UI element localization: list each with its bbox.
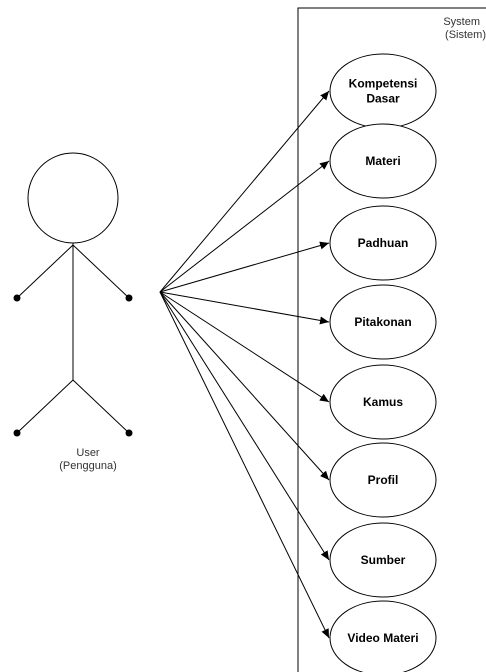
actor-left-leg (16, 379, 74, 434)
actor-user[interactable] (13, 152, 133, 437)
association-arrow-padhuan (159, 241, 330, 293)
actor-right-hand (125, 294, 133, 302)
use-case-label: Video Materi (347, 631, 418, 645)
actor-right-leg (72, 379, 130, 434)
use-case-ellipse (329, 364, 437, 440)
use-case-label: Materi (365, 154, 400, 168)
use-case-label: Profil (368, 473, 399, 487)
actor-head (27, 152, 119, 244)
use-case-ellipse (329, 205, 437, 281)
use-case-profil[interactable]: Profil (329, 442, 437, 518)
use-case-ellipse (329, 284, 437, 360)
actor-right-foot (125, 429, 133, 437)
actor-left-hand (13, 294, 21, 302)
association-arrow-materi (159, 160, 330, 293)
association-arrow-kompetensi-dasar (159, 90, 330, 293)
system-label-sub: (Sistem) (445, 29, 486, 41)
actor-label-sub: (Pengguna) (59, 460, 117, 472)
associations (159, 90, 330, 639)
association-arrow-pitakonan (159, 291, 330, 325)
use-cases: KompetensiDasarMateriPadhuanPitakonanKam… (329, 53, 437, 672)
system-label: System (443, 16, 480, 28)
use-case-ellipse (329, 600, 437, 672)
use-case-label: Pitakonan (354, 315, 411, 329)
use-case-label: Kompetensi (349, 77, 418, 91)
actor-label: User (76, 447, 100, 459)
use-case-materi[interactable]: Materi (329, 123, 437, 199)
use-case-ellipse (329, 522, 437, 598)
actor-left-arm (16, 244, 74, 299)
association-arrow-sumber (159, 291, 330, 561)
use-case-label: Kamus (363, 395, 403, 409)
actor-right-arm (72, 244, 130, 299)
use-case-label: Sumber (361, 553, 406, 567)
use-case-padhuan[interactable]: Padhuan (329, 205, 437, 281)
use-case-pitakonan[interactable]: Pitakonan (329, 284, 437, 360)
use-case-ellipse (329, 442, 437, 518)
use-case-sumber[interactable]: Sumber (329, 522, 437, 598)
use-case-video-materi[interactable]: Video Materi (329, 600, 437, 672)
actor-left-foot (13, 429, 21, 437)
association-arrow-video-materi (159, 291, 330, 639)
system-boundary (297, 7, 486, 672)
use-case-label: Dasar (366, 92, 400, 106)
use-case-label: Padhuan (358, 236, 409, 250)
association-arrow-profil (159, 291, 330, 481)
use-case-kamus[interactable]: Kamus (329, 364, 437, 440)
use-case-ellipse (329, 123, 437, 199)
association-arrow-kamus (159, 291, 330, 403)
